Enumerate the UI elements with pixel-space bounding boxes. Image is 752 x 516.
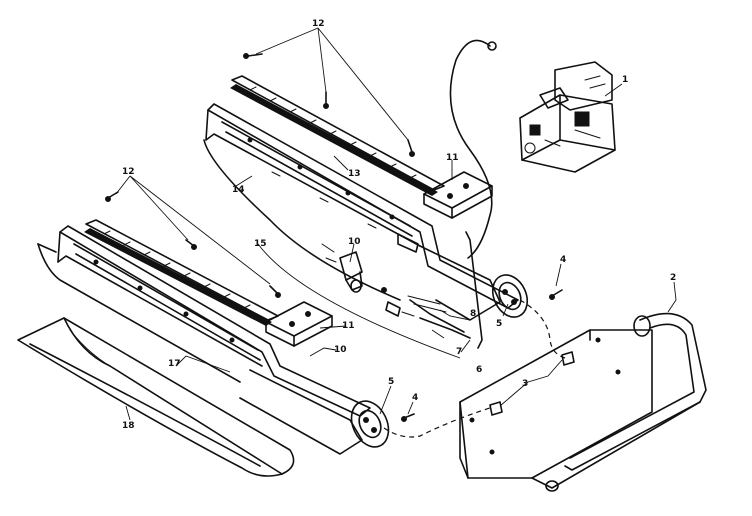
pilot-assembly bbox=[321, 233, 419, 293]
thermocouple-lead bbox=[449, 39, 493, 259]
callout-14: 14 bbox=[232, 185, 245, 195]
callout-5: 5 bbox=[496, 319, 502, 329]
callout-1: 1 bbox=[622, 75, 628, 85]
gas-line bbox=[383, 407, 491, 438]
callout-11: 11 bbox=[342, 321, 355, 331]
bracket-lower bbox=[265, 301, 333, 347]
callout-10: 10 bbox=[334, 345, 347, 355]
callout-18: 18 bbox=[122, 421, 135, 431]
leader-lines bbox=[115, 27, 677, 421]
burner-tube-upper bbox=[419, 245, 529, 321]
callout-10: 10 bbox=[348, 237, 361, 247]
callout-7: 7 bbox=[456, 347, 462, 357]
callout-3: 3 bbox=[522, 379, 528, 389]
screw-set-upper bbox=[243, 53, 415, 157]
screw-set-lower bbox=[105, 191, 281, 298]
radiant-plaque-upper bbox=[230, 75, 445, 196]
mounting-frame bbox=[459, 312, 707, 492]
part-callouts: 1 2 3 4 4 5 5 6 7 8 10 10 11 11 12 12 13… bbox=[122, 19, 676, 431]
callout-17: 17 bbox=[168, 359, 181, 369]
burner-body-upper bbox=[203, 103, 519, 309]
gas-line bbox=[519, 299, 566, 359]
orifice-fitting bbox=[489, 351, 575, 416]
callout-12: 12 bbox=[312, 19, 325, 29]
reflector-shield bbox=[17, 317, 295, 477]
screw bbox=[401, 289, 563, 422]
bracket-upper bbox=[423, 171, 493, 219]
callout-4: 4 bbox=[560, 255, 566, 265]
callout-15: 15 bbox=[254, 239, 267, 249]
callout-13: 13 bbox=[348, 169, 361, 179]
callout-12: 12 bbox=[122, 167, 135, 177]
burner-tube-lower bbox=[239, 369, 390, 455]
callout-6: 6 bbox=[476, 365, 482, 375]
pilot-tube bbox=[409, 231, 483, 349]
callout-11: 11 bbox=[446, 153, 459, 163]
callout-5: 5 bbox=[388, 377, 394, 387]
callout-4: 4 bbox=[412, 393, 418, 403]
burner-body-lower bbox=[37, 225, 371, 417]
callout-2: 2 bbox=[670, 273, 676, 283]
gas-valve bbox=[519, 61, 616, 173]
thermocouple-connector bbox=[487, 41, 497, 51]
callout-8: 8 bbox=[470, 309, 476, 319]
